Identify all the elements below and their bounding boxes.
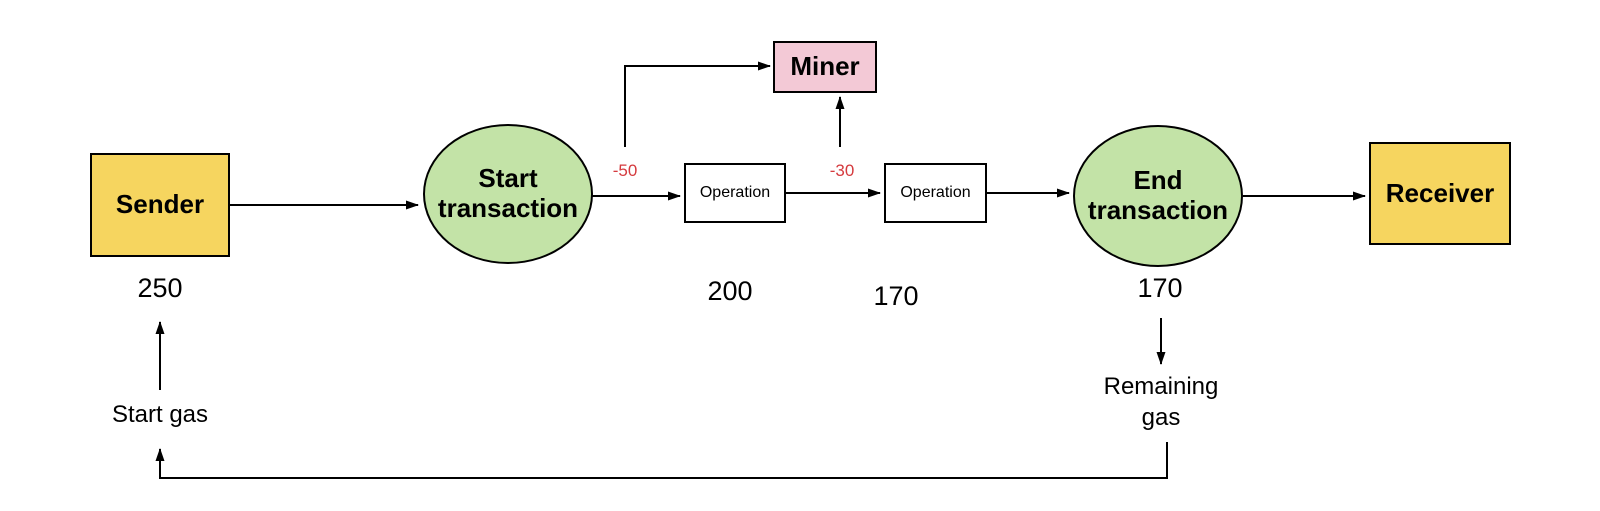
operation-2-node: Operation [884,163,987,223]
connector-remaining-gas-return-arrow [155,442,1168,479]
receiver-node: Receiver [1369,142,1511,245]
sender-node: Sender [90,153,230,257]
end-transaction-label: End transaction [1087,165,1229,225]
miner-node: Miner [773,41,877,93]
connector-fee50-to-miner-arrow [624,61,771,147]
remaining-gas-label: Remaining gas [1103,373,1219,431]
operation-1-node: Operation [684,163,786,223]
miner-label: Miner [790,51,860,82]
gas-after-operation-2-label: 170 [873,281,919,311]
remaining-gas-value-label: 170 [1137,273,1183,303]
sender-label: Sender [115,189,205,220]
end-transaction-node: End transaction [1073,125,1243,267]
operation-1-label: Operation [699,183,771,201]
miner-fee-from-start-label: -50 [612,161,638,180]
start-transaction-label: Start transaction [437,163,579,223]
receiver-label: Receiver [1385,177,1495,208]
start-transaction-node: Start transaction [423,124,593,264]
operation-2-label: Operation [900,183,971,201]
start-gas-label: Start gas [111,401,209,428]
miner-fee-from-operation-label: -30 [829,161,855,180]
gas-after-operation-1-label: 200 [707,276,753,306]
start-gas-value-label: 250 [137,273,183,303]
